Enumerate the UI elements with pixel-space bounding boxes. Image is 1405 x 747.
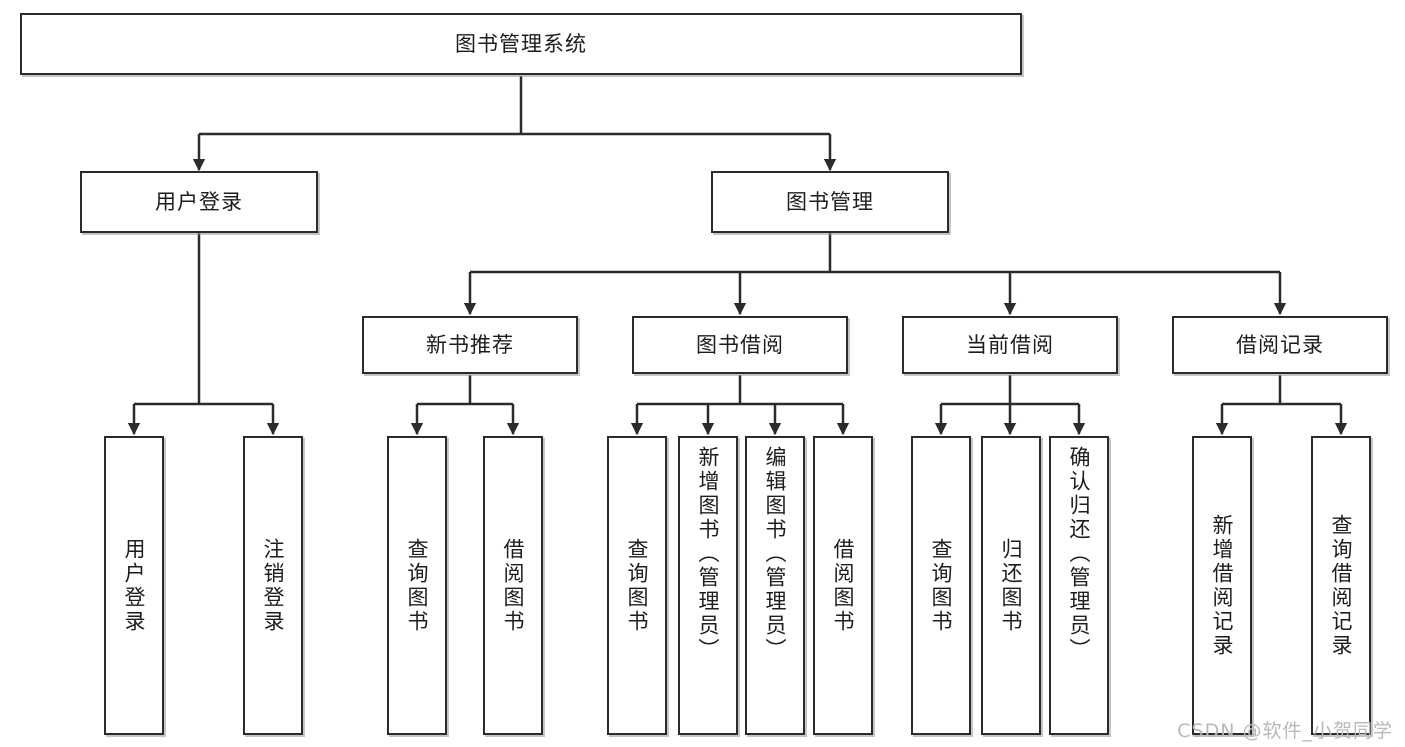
node-leaf-label: 新增借阅记录 xyxy=(1210,513,1235,658)
node-leaf-borrow-add-book-admin[interactable]: 新增图书（管理员） xyxy=(678,436,738,735)
node-leaf-label: 借阅图书 xyxy=(831,537,856,634)
csdn-watermark: CSDN @软件_小贺同学 xyxy=(1177,720,1393,742)
node-leaf-current-return-book[interactable]: 归还图书 xyxy=(981,436,1041,735)
node-root-book-management-system[interactable]: 图书管理系统 xyxy=(20,13,1022,75)
node-leaf-label: 新增图书（管理员） xyxy=(696,446,721,662)
node-leaf-label: 查询图书 xyxy=(625,537,650,634)
node-borrow-record[interactable]: 借阅记录 xyxy=(1172,316,1388,374)
node-leaf-label: 查询借阅记录 xyxy=(1329,513,1354,658)
node-leaf-label: 借阅图书 xyxy=(501,537,526,634)
node-leaf-record-query-record[interactable]: 查询借阅记录 xyxy=(1311,436,1371,735)
node-leaf-borrow-edit-book-admin[interactable]: 编辑图书（管理员） xyxy=(745,436,805,735)
node-leaf-label: 查询图书 xyxy=(405,537,430,634)
node-leaf-current-confirm-return-admin[interactable]: 确认归还（管理员） xyxy=(1049,436,1109,735)
node-new-book-recommend[interactable]: 新书推荐 xyxy=(362,316,578,374)
node-new-book-recommend-label: 新书推荐 xyxy=(426,332,514,357)
node-book-borrow-label: 图书借阅 xyxy=(696,332,784,357)
node-leaf-current-query-book[interactable]: 查询图书 xyxy=(911,436,971,735)
node-leaf-label: 归还图书 xyxy=(999,537,1024,634)
node-leaf-user-login-login[interactable]: 用户登录 xyxy=(104,436,164,735)
node-current-borrow-label: 当前借阅 xyxy=(966,332,1054,357)
node-book-borrow[interactable]: 图书借阅 xyxy=(632,316,848,374)
node-user-login-label: 用户登录 xyxy=(155,189,243,214)
node-leaf-record-add-record[interactable]: 新增借阅记录 xyxy=(1192,436,1252,735)
node-user-login[interactable]: 用户登录 xyxy=(80,171,318,233)
node-leaf-recommend-query-book[interactable]: 查询图书 xyxy=(387,436,447,735)
node-borrow-record-label: 借阅记录 xyxy=(1236,332,1324,357)
node-book-management-label: 图书管理 xyxy=(786,189,874,214)
node-leaf-label: 确认归还（管理员） xyxy=(1067,446,1092,662)
node-leaf-label: 用户登录 xyxy=(122,537,147,634)
node-book-management[interactable]: 图书管理 xyxy=(711,171,949,233)
node-current-borrow[interactable]: 当前借阅 xyxy=(902,316,1118,374)
node-leaf-label: 编辑图书（管理员） xyxy=(763,446,788,662)
node-leaf-borrow-borrow-book[interactable]: 借阅图书 xyxy=(813,436,873,735)
node-leaf-recommend-borrow-book[interactable]: 借阅图书 xyxy=(483,436,543,735)
node-leaf-label: 查询图书 xyxy=(929,537,954,634)
node-leaf-borrow-query-book[interactable]: 查询图书 xyxy=(607,436,667,735)
node-leaf-label: 注销登录 xyxy=(261,537,286,634)
node-root-label: 图书管理系统 xyxy=(455,31,587,56)
node-leaf-user-login-logout[interactable]: 注销登录 xyxy=(243,436,303,735)
